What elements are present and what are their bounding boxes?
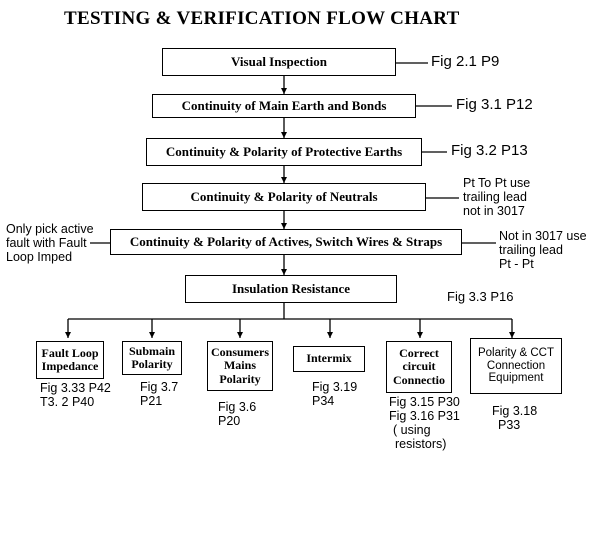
branch-label-line: Equipment: [488, 372, 544, 385]
note-line: Fig 3.7: [140, 380, 179, 394]
step-ref-main-earth-bonds: Fig 3.1 P12: [456, 96, 533, 113]
step-note-actives: Not in 3017 use trailing lead Pt - Pt: [499, 229, 587, 271]
chart-title: TESTING & VERIFICATION FLOW CHART: [64, 8, 460, 29]
step-label: Insulation Resistance: [231, 280, 351, 296]
branch-label-line: Consumers: [210, 345, 269, 360]
branch-label-line: Impedance: [41, 359, 99, 373]
branch-ref-correct-circuit: Fig 3.15 P30 Fig 3.16 P31 ( using resist…: [389, 395, 460, 451]
step-ref-insulation-resistance: Fig 3.3 P16: [447, 289, 514, 304]
branch-ref-fault-loop: Fig 3.33 P42 T3. 2 P40: [40, 381, 111, 409]
branch-polarity-cct-connection: Polarity & CCT Connection Equipment: [470, 338, 562, 394]
step-insulation-resistance: Insulation Resistance: [185, 275, 397, 303]
step-ref-visual-inspection: Fig 2.1 P9: [431, 53, 500, 70]
branch-ref-intermix: Fig 3.19 P34: [312, 380, 357, 408]
note-line: Fig 3.6: [218, 400, 257, 414]
branch-label-line: Submain: [128, 343, 176, 358]
note-line: Loop Imped: [6, 250, 73, 264]
step-visual-inspection: Visual Inspection: [162, 48, 396, 76]
note-line: P21: [140, 394, 163, 408]
note-line: Pt To Pt use: [463, 176, 531, 190]
note-line: trailing lead: [499, 243, 563, 257]
step-label: Continuity & Polarity of Neutrals: [190, 188, 378, 204]
note-line: Fig 3.33 P42: [40, 381, 111, 395]
branch-intermix: Intermix: [293, 346, 365, 372]
branch-label-line: Fault Loop: [41, 345, 99, 360]
note-line: T3. 2 P40: [40, 395, 95, 409]
note-line: P33: [498, 418, 521, 432]
step-note-neutrals: Pt To Pt use trailing lead not in 3017: [463, 176, 530, 218]
branch-submain-polarity: Submain Polarity: [122, 341, 182, 375]
step-neutrals: Continuity & Polarity of Neutrals: [142, 183, 426, 211]
branch-correct-circuit-connection: Correct circuit Connectio: [386, 341, 452, 393]
branch-ref-polarity-cct: Fig 3.18 P33: [492, 404, 537, 432]
note-line: Not in 3017 use: [499, 229, 587, 243]
branch-fault-loop-impedance: Fault Loop Impedance: [36, 341, 104, 379]
note-line: resistors): [395, 437, 447, 451]
step-left-note-actives: Only pick active fault with Fault Loop I…: [6, 222, 94, 264]
step-actives-switch-wires: Continuity & Polarity of Actives, Switch…: [110, 229, 462, 255]
step-ref-protective-earths: Fig 3.2 P13: [451, 142, 528, 159]
note-line: Fig 3.18: [492, 404, 538, 418]
branch-label-line: Polarity: [219, 371, 261, 386]
step-main-earth-bonds: Continuity of Main Earth and Bonds: [152, 94, 416, 118]
branch-label-line: Intermix: [306, 351, 352, 366]
note-line: P20: [218, 414, 241, 428]
branch-label-line: Mains: [223, 358, 256, 373]
branch-label-line: Correct: [399, 346, 439, 361]
note-line: not in 3017: [463, 204, 525, 218]
note-line: P34: [312, 394, 335, 408]
step-label: Continuity of Main Earth and Bonds: [181, 97, 387, 113]
branch-label-line: Connectio: [393, 372, 445, 387]
branch-label-line: Polarity: [131, 357, 173, 371]
note-line: Fig 3.16 P31: [389, 409, 460, 423]
step-label: Visual Inspection: [231, 53, 327, 69]
branch-consumers-mains-polarity: Consumers Mains Polarity: [207, 341, 273, 391]
note-line: Fig 3.19: [312, 380, 358, 394]
step-label: Continuity & Polarity of Protective Eart…: [165, 143, 403, 159]
branch-label-line: Connection: [486, 359, 546, 372]
note-line: trailing lead: [463, 190, 527, 204]
step-protective-earths: Continuity & Polarity of Protective Eart…: [146, 138, 422, 166]
note-line: Pt - Pt: [499, 257, 534, 271]
step-label: Continuity & Polarity of Actives, Switch…: [129, 233, 443, 249]
branch-label-line: Polarity & CCT: [477, 347, 555, 360]
branch-label-line: circuit: [402, 359, 436, 374]
branch-ref-consumers-mains: Fig 3.6 P20: [218, 400, 256, 428]
branch-ref-submain: Fig 3.7 P21: [140, 380, 178, 408]
note-line: Fig 3.15 P30: [389, 395, 460, 409]
note-line: Only pick active: [6, 222, 94, 236]
note-line: ( using: [393, 423, 431, 437]
note-line: fault with Fault: [6, 236, 87, 250]
